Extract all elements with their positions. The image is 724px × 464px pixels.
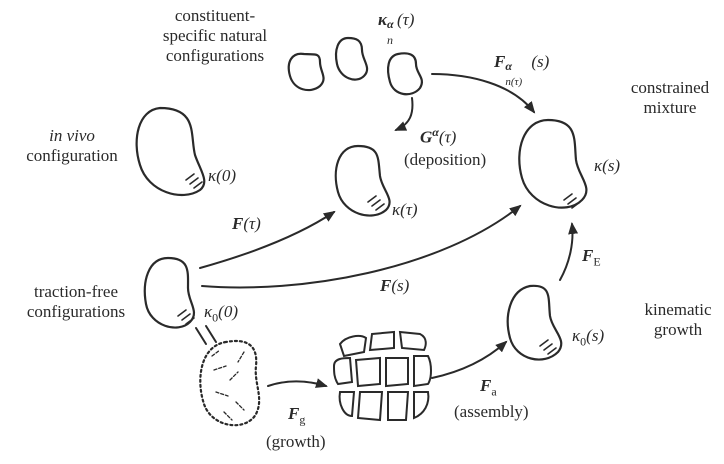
F-a-label: Fa <box>480 376 497 401</box>
constituent-bean-3 <box>388 53 422 94</box>
G-label: Gα(τ) <box>420 122 456 148</box>
kappa-0s-label: κ0(s) <box>572 326 604 351</box>
constrained-mixture-bean <box>519 120 586 208</box>
kinematic-growth-bean <box>508 286 561 360</box>
in-vivo-label: in vivo configuration <box>16 126 128 166</box>
kinematic-growth-line1: kinematic <box>636 300 720 320</box>
constrained-mixture-line2: mixture <box>620 98 720 118</box>
kappa-tau-label: κ(τ) <box>392 200 418 220</box>
constituent-label: constituent- specific natural configurat… <box>150 6 280 66</box>
kappa-0-label: κ(0) <box>208 166 236 186</box>
constituent-label-line3: configurations <box>150 46 280 66</box>
F-tau-label: F(τ) <box>232 214 261 234</box>
assembly-label: (assembly) <box>454 402 529 422</box>
traction-free-line1: traction-free <box>10 282 142 302</box>
constrained-mixture-label: constrained mixture <box>620 78 720 118</box>
traction-free-label: traction-free configurations <box>10 282 142 322</box>
assembly-cells <box>334 332 431 420</box>
traction-free-line2: configurations <box>10 302 142 322</box>
in-vivo-bean <box>137 108 205 195</box>
kappa-s-label: κ(s) <box>594 156 620 176</box>
kappa-00-label: κ0(0) <box>204 302 238 327</box>
constituent-bean-2 <box>336 38 367 80</box>
constrained-mixture-line1: constrained <box>620 78 720 98</box>
arrow-F-g <box>268 382 326 387</box>
arrow-F-tau <box>200 212 334 268</box>
constituent-label-line1: constituent- <box>150 6 280 26</box>
in-vivo-line2: configuration <box>16 146 128 166</box>
kinematic-growth-line2: growth <box>636 320 720 340</box>
arrow-F-a <box>432 342 506 378</box>
F-g-label: Fg <box>288 404 305 429</box>
F-s-label: F(s) <box>380 276 409 296</box>
F-E-label: FE <box>582 246 601 271</box>
arrow-G <box>396 98 412 130</box>
arrow-F-E <box>560 224 573 280</box>
growth-bean <box>200 341 259 425</box>
kinematic-growth-label: kinematic growth <box>636 300 720 340</box>
constituent-label-line2: specific natural <box>150 26 280 46</box>
constituent-bean-1 <box>289 54 324 90</box>
growth-label: (growth) <box>266 432 325 452</box>
in-vivo-line1: in vivo <box>16 126 128 146</box>
deposition-label: (deposition) <box>404 150 486 170</box>
